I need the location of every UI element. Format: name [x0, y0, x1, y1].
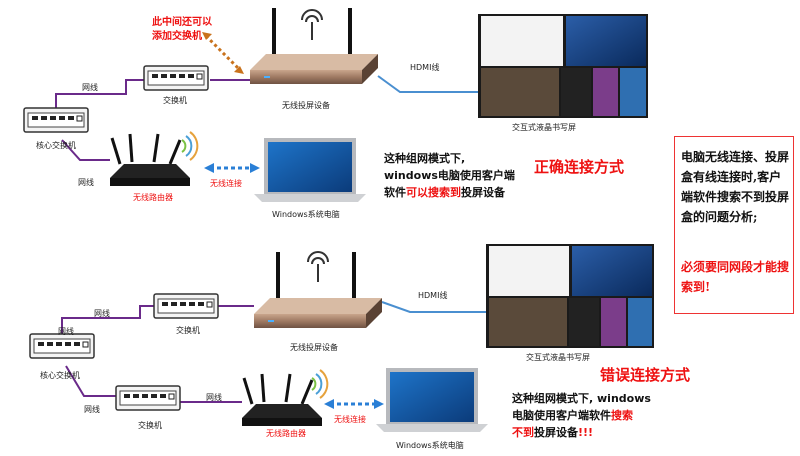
top-router-icon — [108, 132, 192, 188]
top-switch-label: 交换机 — [163, 96, 187, 105]
bottom-switch1-label: 交换机 — [176, 326, 200, 335]
bottom-desc-line3-highlight: 不到 — [512, 426, 534, 439]
top-note-line1: 此中间还可以 — [152, 17, 212, 28]
bottom-laptop-label: Windows系统电脑 — [396, 441, 464, 450]
bottom-router-label: 无线路由器 — [266, 429, 306, 438]
bottom-box-icon — [254, 252, 382, 328]
bottom-desc-line2: 电脑使用客户端软件搜索 — [512, 407, 672, 424]
top-cable-core-to-router — [61, 139, 110, 161]
top-cable-label-1: 网线 — [82, 83, 98, 92]
top-router-label: 无线路由器 — [133, 193, 173, 202]
bottom-screen-label: 交互式液晶书写屏 — [526, 353, 590, 362]
bottom-laptop-icon — [376, 368, 488, 432]
bottom-title: 错误连接方式 — [600, 366, 691, 384]
bottom-desc-line2-pre: 电脑使用客户端软件 — [512, 409, 611, 422]
bottom-router-icon — [240, 372, 324, 428]
bottom-cable-label-3: 网线 — [84, 405, 100, 414]
bottom-hdmi-label: HDMI线 — [418, 291, 448, 300]
bottom-switch1-icon — [153, 293, 219, 319]
bottom-desc-line3-tail: !!! — [578, 426, 594, 439]
top-laptop-label: Windows系统电脑 — [272, 210, 340, 219]
top-dotted-arrow — [204, 34, 242, 72]
top-box-icon — [250, 8, 378, 84]
top-desc-line1: 这种组网模式下, — [384, 152, 466, 165]
top-desc-line3: 软件可以搜索到投屏设备 — [384, 184, 564, 201]
top-desc-line3-post: 投屏设备 — [461, 186, 505, 199]
top-wireless-head-left — [204, 163, 214, 173]
analysis-body: 电脑无线连接、投屏盒有线连接时,客户端软件搜索不到投屏盒的问题分析; — [681, 150, 790, 224]
bottom-box-signal-icon — [307, 251, 329, 283]
bottom-desc-line3-post: 投屏设备 — [534, 426, 578, 439]
top-laptop-icon — [254, 138, 366, 202]
bottom-router-waves — [311, 369, 329, 399]
top-arrow-head-2 — [234, 66, 244, 74]
top-hdmi-cable — [377, 75, 478, 93]
bottom-wireless-label: 无线连接 — [334, 415, 366, 424]
bottom-desc-line2-highlight: 搜索 — [611, 409, 633, 422]
analysis-conclusion: 必须要同网段才能搜索到! — [681, 260, 790, 294]
top-section — [23, 8, 648, 202]
top-cable-core-to-switch — [55, 79, 144, 108]
bottom-wireless-head-left — [324, 399, 334, 409]
bottom-section — [29, 244, 654, 432]
top-description: 这种组网模式下, windows电脑使用客户端 软件可以搜索到投屏设备 — [384, 150, 564, 201]
bottom-cable-label-1: 网线 — [94, 309, 110, 318]
top-hdmi-label: HDMI线 — [410, 63, 440, 72]
bottom-cable-core-to-switch1 — [61, 305, 154, 334]
bottom-cable-label-4: 网线 — [206, 393, 222, 402]
top-screen-icon — [478, 14, 648, 118]
bottom-desc-line3: 不到投屏设备!!! — [512, 424, 672, 441]
bottom-core-switch-icon — [29, 333, 95, 359]
bottom-wireless-head-right — [374, 399, 384, 409]
top-desc-line3-pre: 软件 — [384, 186, 406, 199]
top-core-switch-icon — [23, 107, 89, 133]
bottom-cable-core-to-switch2 — [65, 365, 116, 397]
top-screen-label: 交互式液晶书写屏 — [512, 123, 576, 132]
top-cable-label-2: 网线 — [78, 178, 94, 187]
bottom-switch2-label: 交换机 — [138, 421, 162, 430]
bottom-hdmi-cable — [381, 301, 486, 313]
top-wireless-label: 无线连接 — [210, 179, 242, 188]
top-switch-icon — [143, 65, 209, 91]
bottom-desc-line1: 这种组网模式下, windows — [512, 392, 651, 405]
top-core-switch-label: 核心交换机 — [36, 141, 76, 150]
top-box-label: 无线投屏设备 — [282, 101, 330, 110]
top-arrow-head-1 — [202, 32, 212, 40]
bottom-screen-icon — [486, 244, 654, 348]
top-wireless-head-right — [250, 163, 260, 173]
top-router-waves — [181, 131, 199, 161]
bottom-cable-label-2: 网线 — [58, 327, 74, 336]
top-desc-line3-highlight: 可以搜索到 — [406, 186, 461, 199]
top-note-line2: 添加交换机 — [152, 31, 202, 42]
bottom-switch2-icon — [115, 385, 181, 411]
bottom-description: 这种组网模式下, windows 电脑使用客户端软件搜索 不到投屏设备!!! — [512, 390, 672, 441]
analysis-box: 电脑无线连接、投屏盒有线连接时,客户端软件搜索不到投屏盒的问题分析; 必须要同网… — [674, 136, 794, 314]
bottom-core-switch-label: 核心交换机 — [40, 371, 80, 380]
top-box-signal-icon — [301, 9, 323, 41]
top-desc-line2: windows电脑使用客户端 — [384, 169, 515, 182]
top-title: 正确连接方式 — [534, 158, 625, 176]
bottom-box-label: 无线投屏设备 — [290, 343, 338, 352]
